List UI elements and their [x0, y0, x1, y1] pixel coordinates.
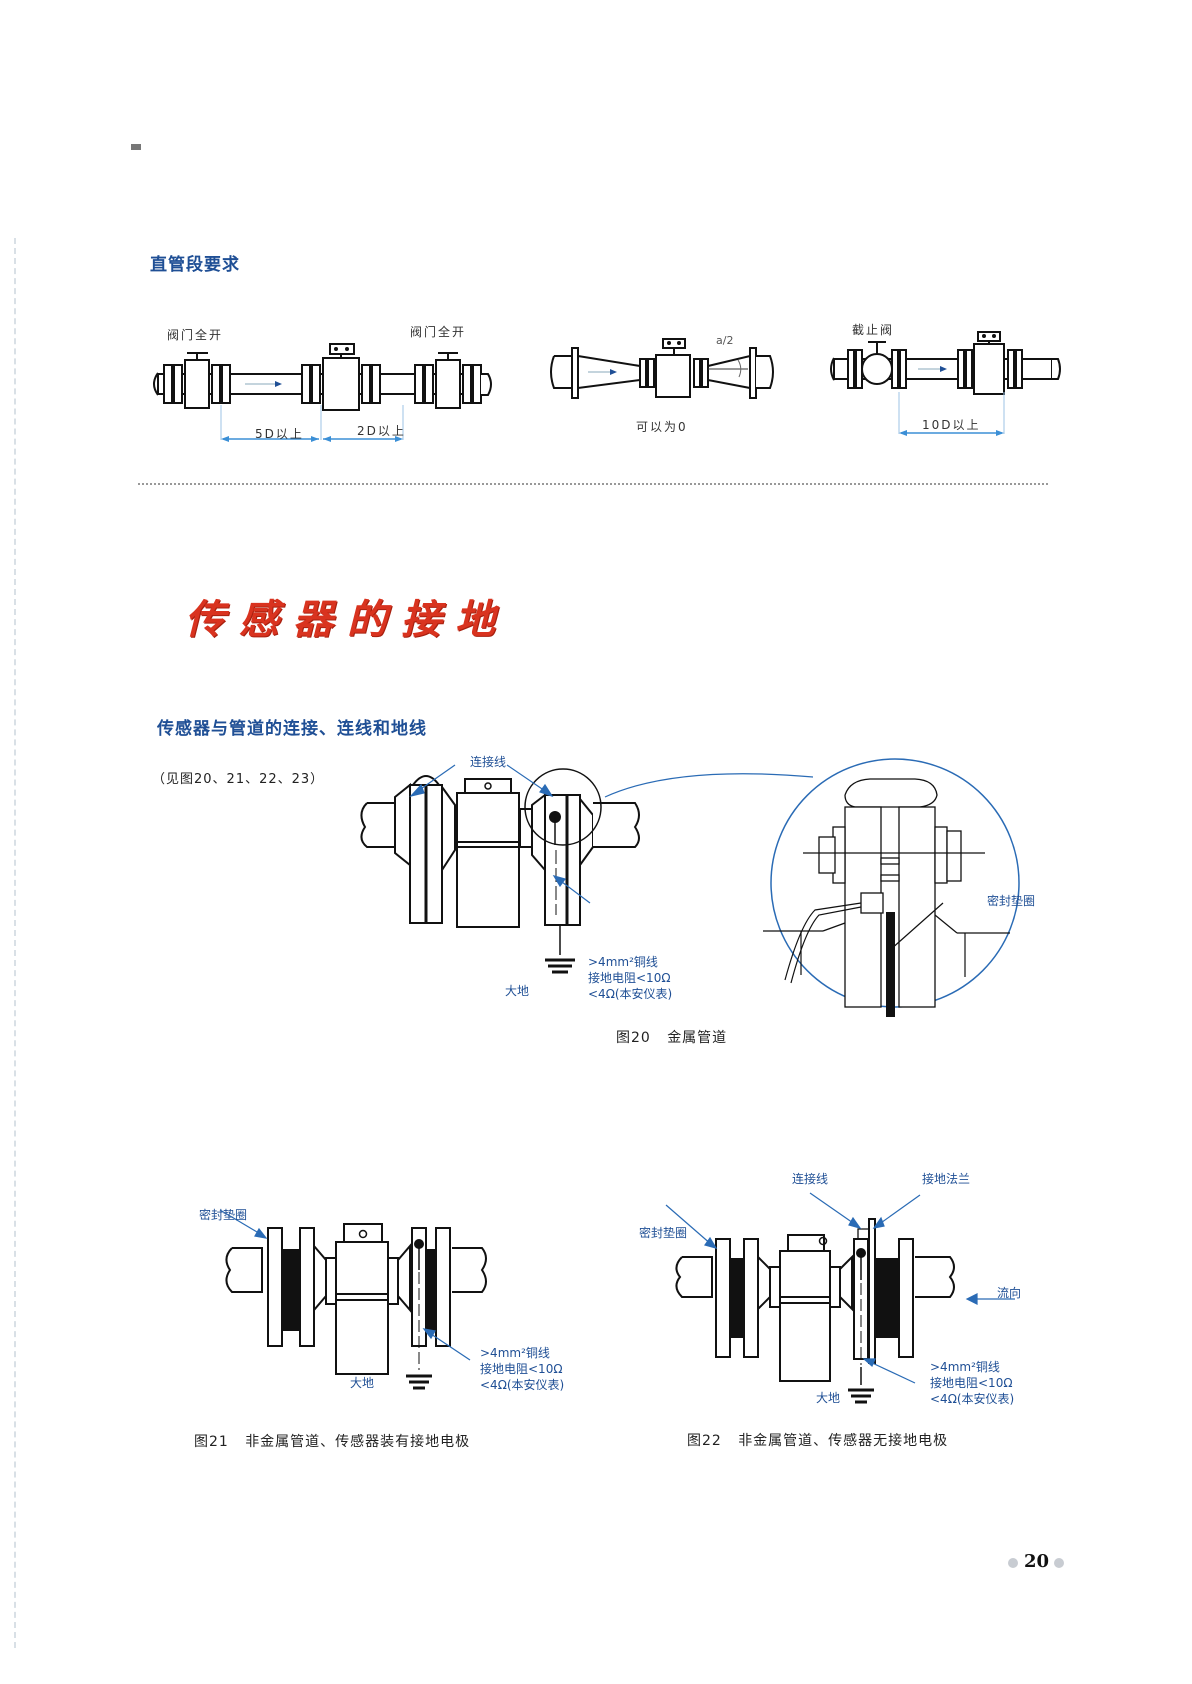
- page-number: 20: [1024, 1551, 1050, 1572]
- section-title-sensor-grounding: 传感器的接地: [185, 596, 509, 643]
- fig20-spec-block: >4mm²铜线 接地电阻<10Ω <4Ω(本安仪表): [588, 954, 672, 1002]
- section-title-straight-pipe: 直管段要求: [150, 255, 240, 275]
- diagram-straight-pipe-1: [153, 343, 492, 442]
- figure20-metal-pipe-diagram: [360, 758, 1020, 1017]
- figure21-nonmetal-pipe-with-electrode: [219, 1209, 487, 1390]
- fig22-label-ground-flange: 接地法兰: [922, 1172, 971, 1186]
- fig20-label-earth: 大地: [505, 984, 530, 998]
- fig22-label-flow-direction: 流向: [997, 1286, 1022, 1300]
- dim-label-5d: 5D以上: [255, 427, 304, 441]
- caption-number: 图22: [687, 1433, 722, 1449]
- caption-text: 金属管道: [667, 1030, 728, 1046]
- section-divider: [138, 483, 1048, 485]
- subtitle-connection-and-ground: 传感器与管道的连接、连线和地线: [157, 719, 427, 739]
- spec-copper-wire: >4mm²铜线: [588, 955, 658, 969]
- dim-label-2d: 2D以上: [357, 424, 406, 438]
- spec-intrinsic-safety: <4Ω(本安仪表): [588, 987, 673, 1001]
- spec-ground-resistance: 接地电阻<10Ω: [480, 1362, 563, 1376]
- caption-text: 非金属管道、传感器无接地电极: [738, 1433, 949, 1449]
- spec-intrinsic-safety: <4Ω(本安仪表): [480, 1378, 565, 1392]
- diagram-stop-valve-pipe: [830, 331, 1061, 436]
- fig21-label-gasket: 密封垫圈: [199, 1208, 248, 1222]
- dim-label-10d: 10D以上: [922, 418, 981, 432]
- diagram-reducer-pipe: [550, 338, 774, 399]
- fig22-label-gasket: 密封垫圈: [639, 1226, 688, 1240]
- fig21-label-earth: 大地: [350, 1376, 375, 1390]
- spec-copper-wire: >4mm²铜线: [480, 1346, 550, 1360]
- figure21-caption: 图21 非金属管道、传感器装有接地电极: [194, 1431, 470, 1451]
- caption-can-be-zero: 可以为0: [636, 420, 688, 434]
- corner-registration-mark: [131, 144, 141, 150]
- fig22-label-connection-wire: 连接线: [792, 1172, 829, 1186]
- fig20-label-connection-wire: 连接线: [470, 755, 507, 769]
- caption-number: 图21: [194, 1434, 229, 1450]
- figure20-caption: 图20 金属管道: [616, 1027, 727, 1047]
- label-stop-valve: 截止阀: [852, 323, 895, 337]
- fig22-spec-block: >4mm²铜线 接地电阻<10Ω <4Ω(本安仪表): [930, 1359, 1014, 1407]
- page-number-dot-left: [1008, 1558, 1018, 1568]
- page-number-dot-right: [1054, 1558, 1064, 1568]
- caption-text: 非金属管道、传感器装有接地电极: [245, 1434, 471, 1450]
- label-valve-open-left: 阀门全开: [167, 328, 224, 342]
- figure22-caption: 图22 非金属管道、传感器无接地电极: [687, 1430, 948, 1450]
- spec-ground-resistance: 接地电阻<10Ω: [930, 1376, 1013, 1390]
- label-valve-open-right: 阀门全开: [410, 325, 467, 339]
- figure22-nonmetal-pipe-no-electrode: [665, 1192, 1015, 1404]
- scanned-page-edge: [14, 238, 36, 1648]
- spec-copper-wire: >4mm²铜线: [930, 1360, 1000, 1374]
- spec-ground-resistance: 接地电阻<10Ω: [588, 971, 671, 985]
- angle-label: a/2: [716, 334, 734, 347]
- spec-intrinsic-safety: <4Ω(本安仪表): [930, 1392, 1015, 1406]
- fig22-label-earth: 大地: [816, 1391, 841, 1405]
- fig21-spec-block: >4mm²铜线 接地电阻<10Ω <4Ω(本安仪表): [480, 1345, 564, 1393]
- figure-reference-note: （见图20、21、22、23）: [152, 772, 325, 787]
- caption-number: 图20: [616, 1030, 651, 1046]
- fig20-label-gasket: 密封垫圈: [987, 894, 1036, 908]
